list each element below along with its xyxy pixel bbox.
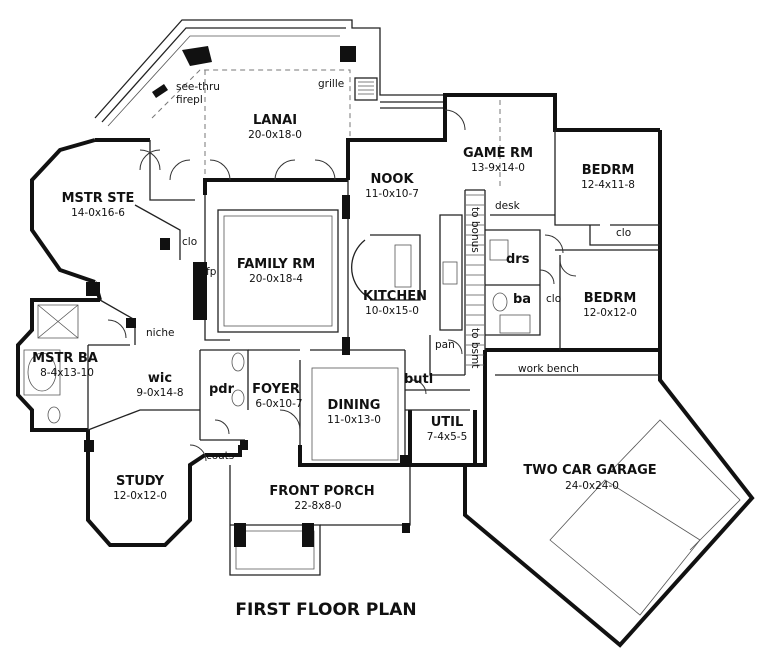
- label-niche: niche: [146, 327, 174, 339]
- room-name-nook: NOOK: [370, 172, 414, 187]
- room-dim-mstr-ba: 8-4x13-10: [40, 367, 94, 379]
- room-dim-nook: 11-0x10-7: [365, 188, 419, 200]
- exterior-walls: [16, 93, 755, 648]
- room-name-bedrm-2: BEDRM: [584, 291, 637, 306]
- label-work-bench: work bench: [518, 363, 579, 375]
- room-dim-mstr-ste: 14-0x16-6: [71, 207, 125, 219]
- label-grille: grille: [318, 78, 344, 90]
- room-name-mstr-ba: MSTR BA: [32, 351, 98, 366]
- label-pan: pan: [435, 339, 455, 351]
- label-see-thru: see-thru: [176, 81, 220, 93]
- label-drs: drs: [506, 252, 530, 267]
- stairs: [466, 194, 484, 366]
- room-dim-front-porch: 22-8x8-0: [294, 500, 341, 512]
- room-dim-wic: 9-0x14-8: [136, 387, 183, 399]
- room-dim-foyer: 6-0x10-7: [255, 398, 302, 410]
- room-dim-kitchen: 10-0x15-0: [365, 305, 419, 317]
- label-butl: butl: [404, 372, 433, 387]
- room-dim-garage: 24-0x24-0: [565, 480, 619, 492]
- room-name-front-porch: FRONT PORCH: [269, 484, 374, 499]
- door-swings: [107, 109, 577, 462]
- room-name-wic: wic: [148, 371, 172, 386]
- label-to-bsmt: to bsmt: [469, 328, 481, 368]
- room-name-garage: TWO CAR GARAGE: [523, 463, 656, 478]
- room-labels: LANAI 20-0x18-0 MSTR STE 14-0x16-6 FAMIL…: [32, 113, 656, 512]
- annotations: see-thru firepl grille clo fp niche pdr …: [146, 78, 631, 462]
- room-dim-dining: 11-0x13-0: [327, 414, 381, 426]
- label-pdr: pdr: [209, 382, 235, 397]
- room-dim-bedrm-2: 12-0x12-0: [583, 307, 637, 319]
- room-name-lanai: LANAI: [253, 113, 297, 128]
- wall-blocks: [84, 46, 412, 547]
- label-coats: coats: [206, 450, 234, 462]
- room-name-mstr-ste: MSTR STE: [62, 191, 135, 206]
- room-name-bedrm-1: BEDRM: [582, 163, 635, 178]
- room-dim-lanai: 20-0x18-0: [248, 129, 302, 141]
- label-to-bonus: to bonus: [469, 207, 481, 253]
- label-desk: desk: [495, 200, 521, 212]
- label-clo-master: clo: [182, 236, 197, 248]
- label-clo-bed1: clo: [616, 227, 631, 239]
- room-name-foyer: FOYER: [252, 382, 300, 397]
- room-name-dining: DINING: [328, 398, 381, 413]
- room-name-game-rm: GAME RM: [463, 146, 533, 161]
- label-fp: fp: [206, 266, 217, 278]
- room-dim-study: 12-0x12-0: [113, 490, 167, 502]
- room-name-kitchen: KITCHEN: [363, 289, 427, 304]
- room-dim-family-rm: 20-0x18-4: [249, 273, 303, 285]
- interior-walls: [23, 77, 741, 616]
- room-dim-game-rm: 13-9x14-0: [471, 162, 525, 174]
- plan-title: FIRST FLOOR PLAN: [235, 600, 416, 620]
- lanai-roof-outline: [94, 19, 445, 180]
- label-firepl: firepl: [176, 94, 203, 106]
- room-name-study: STUDY: [116, 474, 165, 489]
- room-dim-bedrm-1: 12-4x11-8: [581, 179, 635, 191]
- room-dim-util: 7-4x5-5: [427, 431, 468, 443]
- room-name-util: UTIL: [431, 415, 464, 430]
- label-clo-bed2: clo: [546, 293, 561, 305]
- room-name-family-rm: FAMILY RM: [237, 257, 315, 272]
- label-ba: ba: [513, 292, 531, 307]
